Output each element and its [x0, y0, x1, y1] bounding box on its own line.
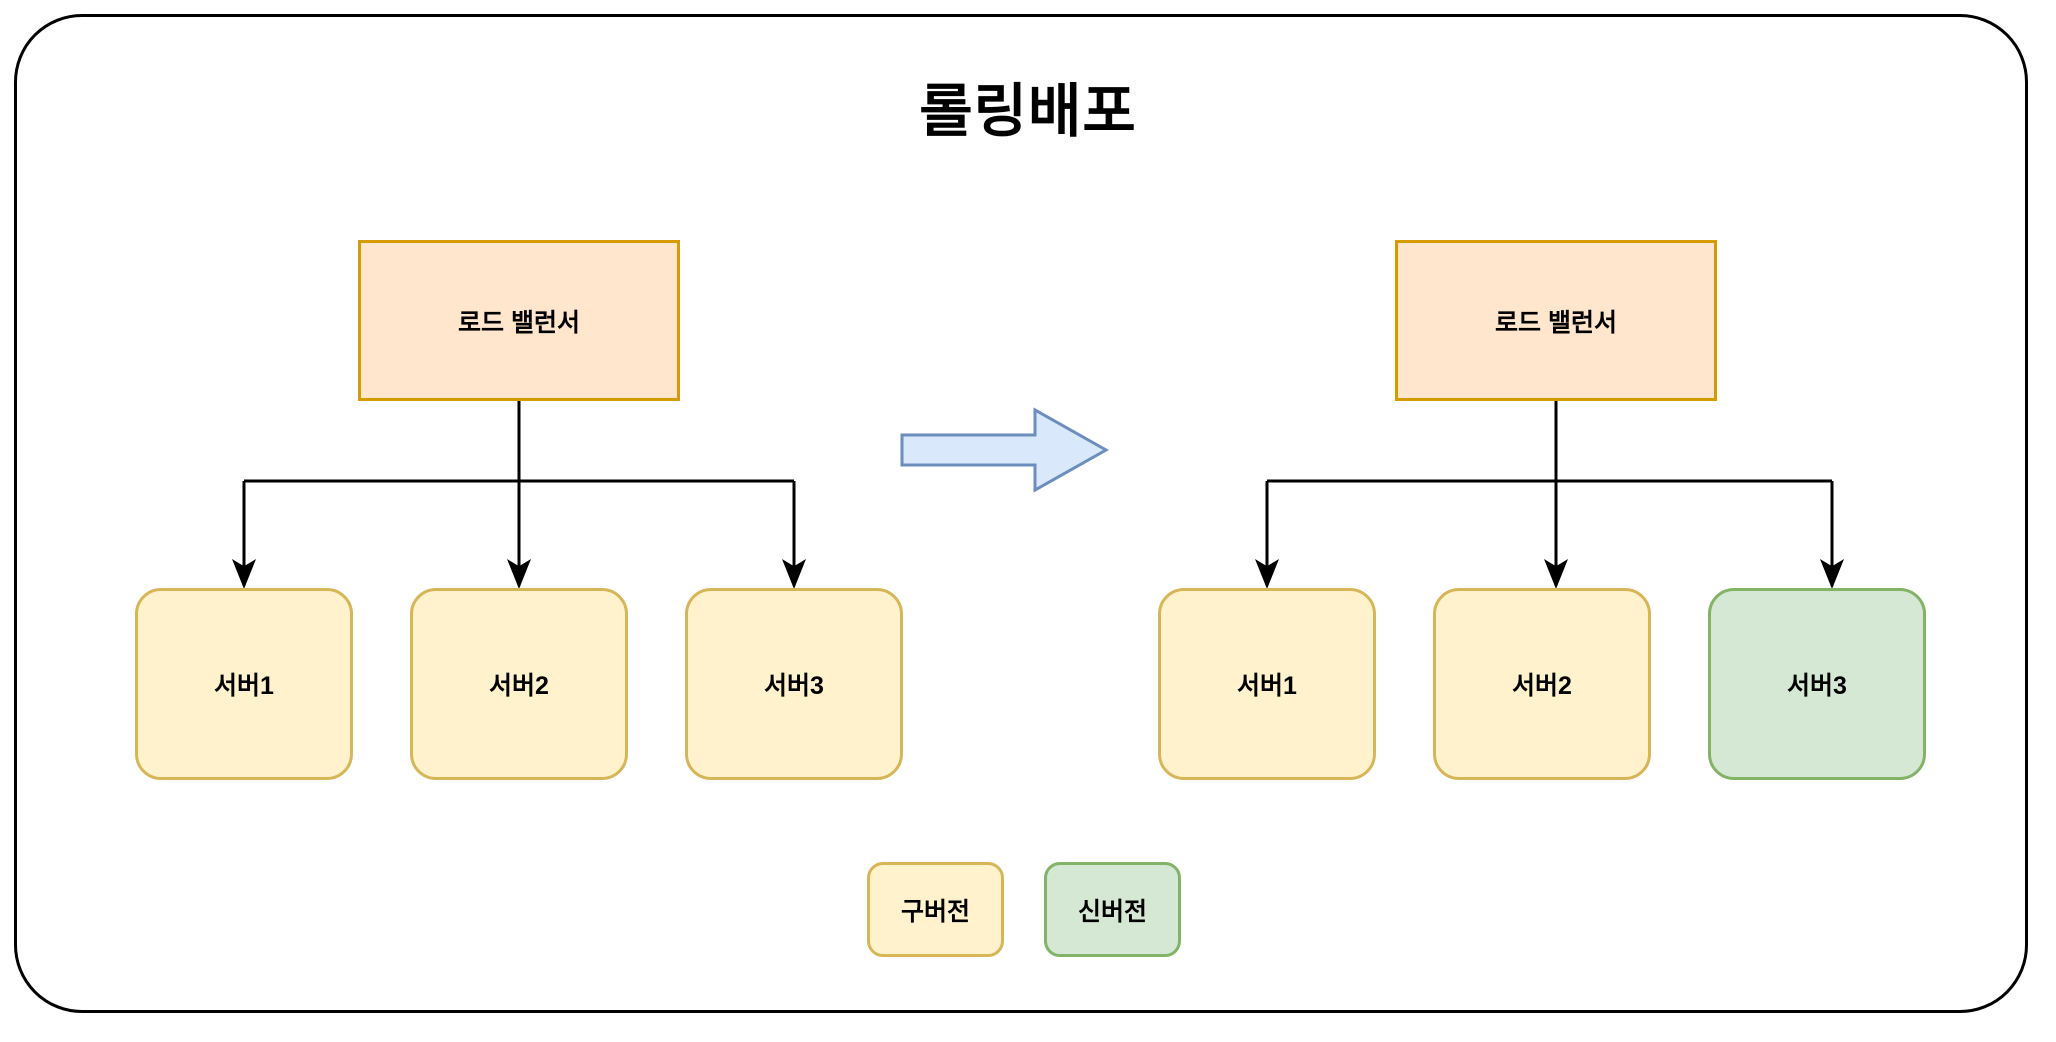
after-load-balancer[interactable]: 로드 밸런서: [1395, 240, 1717, 401]
legend-item-new-version-label: 신버전: [1077, 897, 1147, 926]
after-server-1-label: 서버1: [1237, 672, 1297, 700]
before-server-2-label: 서버2: [489, 672, 549, 700]
before-server-1-label: 서버1: [214, 672, 274, 700]
before-load-balancer-label: 로드 밸런서: [458, 308, 580, 337]
after-server-2[interactable]: 서버2: [1433, 588, 1651, 780]
after-server-1[interactable]: 서버1: [1158, 588, 1376, 780]
after-load-balancer-label: 로드 밸런서: [1495, 308, 1617, 337]
diagram-outer-frame: [14, 14, 2028, 1013]
legend-item-old-version-label: 구버전: [900, 897, 970, 926]
legend-item-old-version[interactable]: 구버전: [867, 862, 1004, 957]
after-server-2-label: 서버2: [1512, 672, 1572, 700]
after-server-3-label: 서버3: [1787, 672, 1847, 700]
after-server-3[interactable]: 서버3: [1708, 588, 1926, 780]
before-load-balancer[interactable]: 로드 밸런서: [358, 240, 680, 401]
right-arrow-icon: [900, 407, 1110, 493]
before-server-3[interactable]: 서버3: [685, 588, 903, 780]
legend-item-new-version[interactable]: 신버전: [1044, 862, 1181, 957]
page-title: 롤링배포: [919, 79, 1137, 144]
before-server-3-label: 서버3: [764, 672, 824, 700]
before-server-2[interactable]: 서버2: [410, 588, 628, 780]
before-server-1[interactable]: 서버1: [135, 588, 353, 780]
